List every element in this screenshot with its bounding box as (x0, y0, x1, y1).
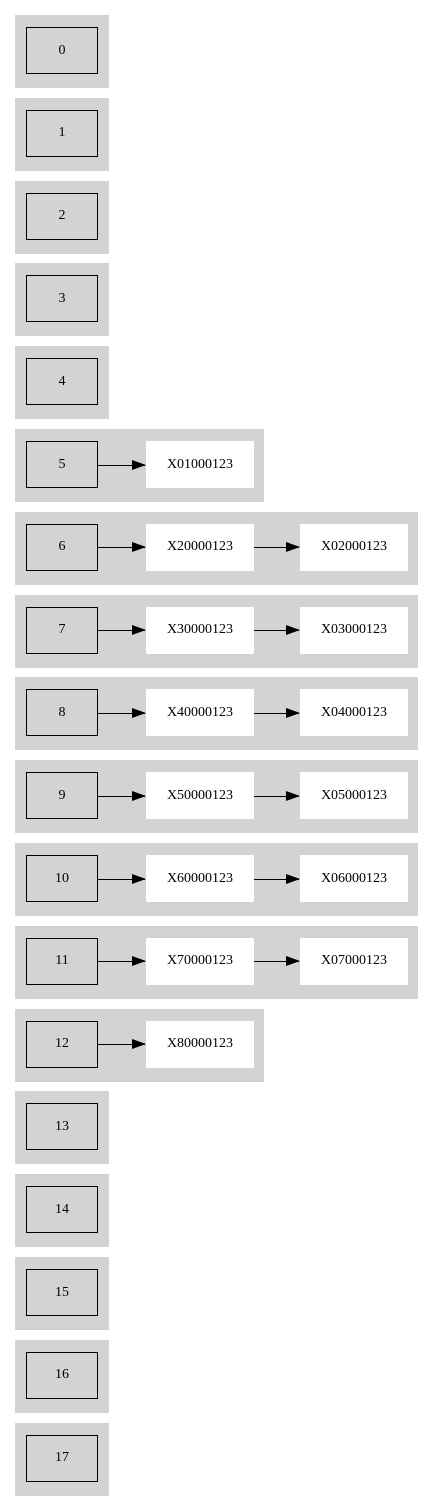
arrowhead-icon (132, 790, 146, 801)
link-arrow (98, 956, 146, 967)
bucket: 11 X70000123 X07000123 (15, 925, 418, 999)
bucket-index: 11 (26, 937, 98, 985)
bucket-index: 0 (26, 27, 98, 74)
bucket-index: 10 (26, 855, 98, 902)
link-arrow (98, 625, 146, 636)
arrowhead-icon (132, 873, 146, 884)
chain-entry: X02000123 (300, 523, 408, 571)
chain-entry: X60000123 (146, 855, 254, 902)
link-arrow (98, 790, 146, 801)
bucket-index: 2 (26, 192, 98, 240)
link-arrow (254, 956, 300, 967)
bucket: 4 (15, 346, 109, 420)
bucket: 10 X60000123 X06000123 (15, 843, 418, 916)
bucket: 5 X01000123 (15, 429, 264, 502)
link-arrow (98, 707, 146, 718)
bucket-index: 3 (26, 275, 98, 323)
bucket-index: 1 (26, 109, 98, 157)
bucket: 17 (15, 1422, 109, 1496)
bucket: 12 X80000123 (15, 1008, 264, 1082)
bucket: 13 (15, 1091, 109, 1165)
chain-entry: X20000123 (146, 523, 254, 571)
bucket-index: 4 (26, 358, 98, 406)
bucket: 3 (15, 263, 109, 337)
chain-entry: X05000123 (300, 772, 408, 820)
chain-entry: X01000123 (146, 441, 254, 488)
link-arrow (98, 459, 146, 470)
arrowhead-icon (132, 1039, 146, 1050)
bucket-index: 7 (26, 606, 98, 654)
link-arrow (98, 1039, 146, 1050)
arrowhead-icon (286, 873, 300, 884)
arrowhead-icon (286, 790, 300, 801)
arrowhead-icon (286, 625, 300, 636)
link-arrow (254, 707, 300, 718)
arrowhead-icon (132, 707, 146, 718)
bucket: 9 X50000123 X05000123 (15, 760, 418, 834)
bucket-index: 16 (26, 1351, 98, 1399)
link-arrow (254, 790, 300, 801)
bucket: 7 X30000123 X03000123 (15, 594, 418, 668)
link-arrow (98, 542, 146, 553)
chain-entry: X50000123 (146, 772, 254, 820)
bucket-index: 8 (26, 689, 98, 737)
link-arrow (254, 873, 300, 884)
bucket-index: 15 (26, 1269, 98, 1316)
bucket: 15 (15, 1257, 109, 1330)
bucket: 14 (15, 1174, 109, 1248)
chain-entry: X30000123 (146, 606, 254, 654)
chain-entry: X70000123 (146, 937, 254, 985)
arrowhead-icon (286, 707, 300, 718)
bucket: 1 (15, 97, 109, 171)
chain-entry: X03000123 (300, 606, 408, 654)
link-arrow (254, 542, 300, 553)
bucket: 0 (15, 15, 109, 88)
chain-entry: X07000123 (300, 937, 408, 985)
link-arrow (254, 625, 300, 636)
bucket: 6 X20000123 X02000123 (15, 511, 418, 585)
chain-entry: X04000123 (300, 689, 408, 737)
bucket-index: 14 (26, 1186, 98, 1234)
bucket-index: 6 (26, 523, 98, 571)
arrowhead-icon (132, 956, 146, 967)
bucket: 2 (15, 180, 109, 254)
arrowhead-icon (286, 956, 300, 967)
chain-entry: X80000123 (146, 1020, 254, 1068)
bucket-index: 17 (26, 1434, 98, 1482)
arrowhead-icon (286, 542, 300, 553)
arrowhead-icon (132, 542, 146, 553)
bucket-index: 9 (26, 772, 98, 820)
chain-entry: X06000123 (300, 855, 408, 902)
bucket-index: 12 (26, 1020, 98, 1068)
chain-entry: X40000123 (146, 689, 254, 737)
bucket: 8 X40000123 X04000123 (15, 677, 418, 751)
arrowhead-icon (132, 459, 146, 470)
bucket-index: 13 (26, 1103, 98, 1151)
link-arrow (98, 873, 146, 884)
bucket: 16 (15, 1339, 109, 1413)
arrowhead-icon (132, 625, 146, 636)
bucket-index: 5 (26, 441, 98, 488)
